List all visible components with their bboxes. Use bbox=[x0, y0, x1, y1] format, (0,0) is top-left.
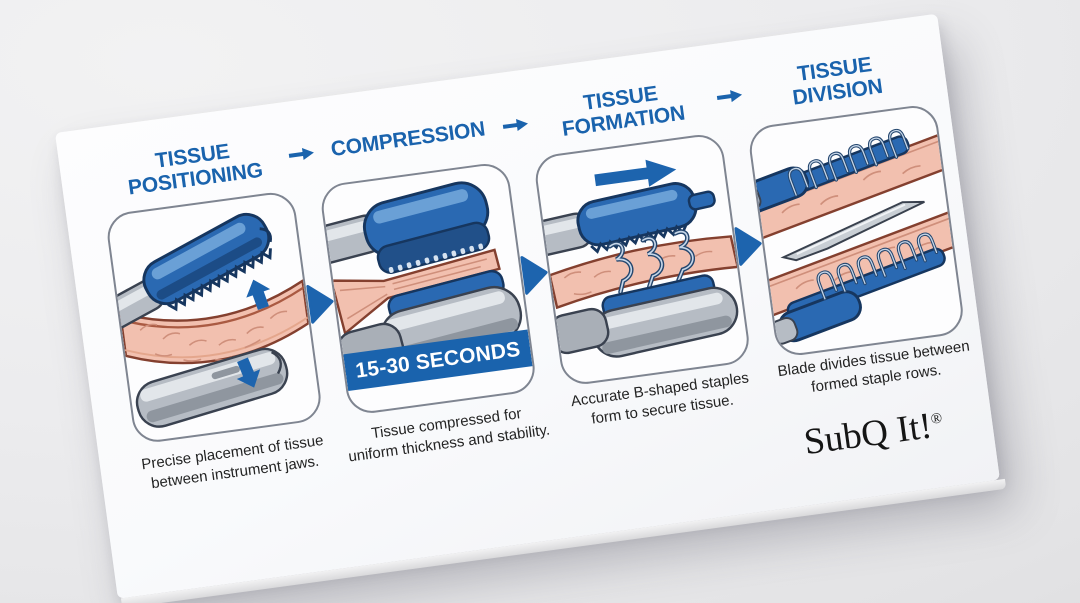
brand-name: SubQ It! bbox=[801, 405, 935, 464]
flow-arrow-icon bbox=[498, 90, 533, 161]
down-arrow-icon bbox=[236, 357, 261, 388]
blade-dividing-stapled-tissue-illustration bbox=[748, 128, 964, 345]
registered-trademark-symbol: ® bbox=[929, 410, 944, 428]
panel-compression: 15-30 SECONDS bbox=[318, 160, 538, 417]
open-jaws-with-tissue-illustration bbox=[106, 212, 310, 428]
b-shaped-staples-forming-illustration bbox=[534, 159, 740, 358]
advance-arrow-icon bbox=[594, 159, 677, 187]
panel-chevron-icon bbox=[721, 128, 778, 361]
instruction-card: TISSUE POSITIONING COMPRESSION TISSUE FO… bbox=[55, 13, 1000, 599]
panel-tissue-formation bbox=[532, 131, 752, 388]
brand-logo: SubQ It!® bbox=[757, 397, 991, 470]
panel-tissue-positioning bbox=[104, 189, 324, 446]
blade-icon bbox=[780, 200, 925, 262]
title-line: COMPRESSION bbox=[329, 117, 487, 161]
flow-arrow-icon bbox=[712, 61, 747, 132]
up-arrow-icon bbox=[246, 279, 271, 311]
panel-tissue-division bbox=[746, 102, 966, 359]
panel-chevron-icon bbox=[507, 157, 564, 390]
flow-arrow-icon bbox=[284, 119, 319, 190]
panel-chevron-icon bbox=[293, 186, 350, 419]
